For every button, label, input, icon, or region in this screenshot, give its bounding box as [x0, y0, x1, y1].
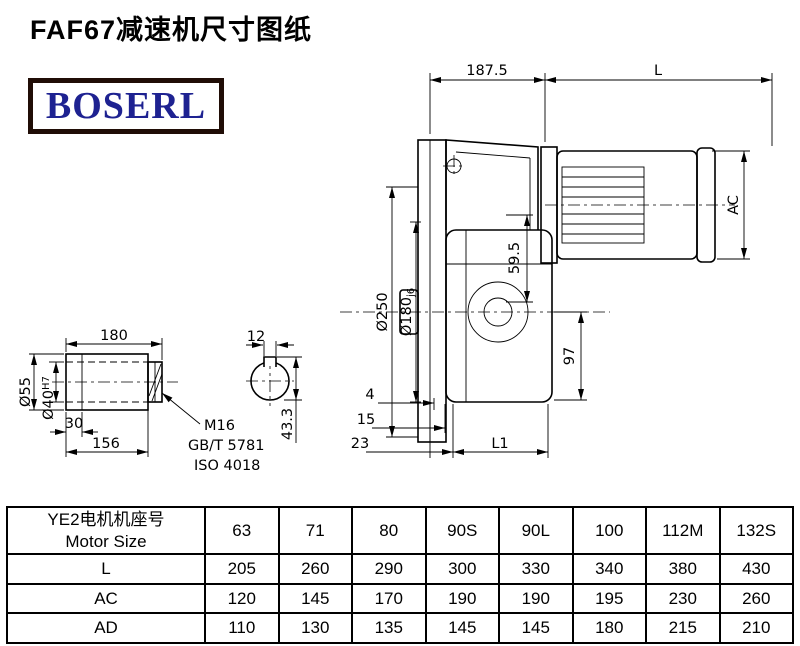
dimension-table: YE2电机机座号 Motor Size 63 71 80 90S 90L 100… [6, 505, 794, 644]
dim-AC-label: AC [726, 195, 742, 215]
dim-97-label: 97 [562, 347, 578, 365]
motor-size-header-en: Motor Size [65, 531, 147, 551]
dim-156-label: 156 [92, 436, 120, 452]
table-cell: 130 [277, 612, 353, 644]
table-cell: 330 [498, 553, 574, 585]
table-cell: 260 [718, 582, 794, 615]
table-cell: 120 [204, 582, 280, 615]
dim-55-label: Ø55 [18, 377, 34, 407]
dim-180j6-label: Ø180j6 [399, 288, 417, 336]
table-cell: 145 [424, 612, 500, 644]
bolt-standard-iso-label: ISO 4018 [194, 458, 260, 474]
motor-size-header: YE2电机机座号 Motor Size [6, 505, 206, 556]
table-cell: 180 [571, 612, 647, 644]
bolt-standard-gb-label: GB/T 5781 [188, 438, 264, 454]
dim-23-label: 23 [351, 436, 369, 452]
row-label: L [6, 553, 206, 585]
table-cell: 90L [498, 505, 574, 556]
table-cell: 71 [277, 505, 353, 556]
dim-59-label: 59.5 [507, 242, 523, 274]
dim-L-label: L [654, 63, 662, 79]
dim-40H7-label: Ø40H7 [41, 376, 57, 420]
dim-250-label: Ø250 [375, 292, 391, 331]
shaft-detail-dimensions: 180 30 156 Ø55 Ø40H7 12 43.3 [18, 328, 302, 474]
shaft-detail-outline [52, 353, 294, 411]
bolt-spec-label: M16 [204, 418, 235, 434]
dim-187-label: 187.5 [466, 63, 508, 79]
gearbox-motor-outline [340, 139, 735, 443]
table-cell: 210 [718, 612, 794, 644]
table-cell: 63 [204, 505, 280, 556]
table-cell: 170 [351, 582, 427, 615]
table-cell: 430 [718, 553, 794, 585]
dim-shaft-180-label: 180 [100, 328, 128, 344]
dim-30-label: 30 [65, 416, 83, 432]
table-cell: 90S [424, 505, 500, 556]
table-cell: 205 [204, 553, 280, 585]
table-row-L: L 205 260 290 300 330 340 380 430 [6, 553, 794, 585]
motor-size-header-cn: YE2电机机座号 [47, 510, 165, 530]
dim-43-label: 43.3 [280, 408, 296, 440]
table-cell: 340 [571, 553, 647, 585]
table-cell: 80 [351, 505, 427, 556]
table-cell: 135 [351, 612, 427, 644]
technical-drawing: 187.5 L AC Ø250 Ø180j6 59.5 97 4 [18, 63, 773, 474]
table-cell: 110 [204, 612, 280, 644]
table-row-AD: AD 110 130 135 145 145 180 215 210 [6, 612, 794, 644]
table-cell: 112M [645, 505, 721, 556]
dim-12-label: 12 [247, 329, 265, 345]
dim-4-label: 4 [365, 387, 374, 403]
logo-text: BOSERL [45, 85, 207, 127]
table-row-AC: AC 120 145 170 190 190 195 230 260 [6, 582, 794, 615]
row-label: AD [6, 612, 206, 644]
table-cell: 230 [645, 582, 721, 615]
table-cell: 100 [571, 505, 647, 556]
table-header-row: YE2电机机座号 Motor Size 63 71 80 90S 90L 100… [6, 505, 794, 556]
table-cell: 195 [571, 582, 647, 615]
table-cell: 380 [645, 553, 721, 585]
logo-box: BOSERL [28, 78, 224, 134]
table-cell: 290 [351, 553, 427, 585]
table-cell: 260 [277, 553, 353, 585]
page-title: FAF67减速机尺寸图纸 [30, 15, 313, 45]
table-cell: 190 [424, 582, 500, 615]
dim-15-label: 15 [357, 412, 375, 428]
table-cell: 190 [498, 582, 574, 615]
dim-L1-label: L1 [491, 436, 508, 452]
table-cell: 145 [498, 612, 574, 644]
row-label: AC [6, 582, 206, 615]
table-cell: 132S [718, 505, 794, 556]
main-view-dimensions: 187.5 L AC Ø250 Ø180j6 59.5 97 4 [351, 63, 773, 458]
table-cell: 215 [645, 612, 721, 644]
table-cell: 300 [424, 553, 500, 585]
table-cell: 145 [277, 582, 353, 615]
